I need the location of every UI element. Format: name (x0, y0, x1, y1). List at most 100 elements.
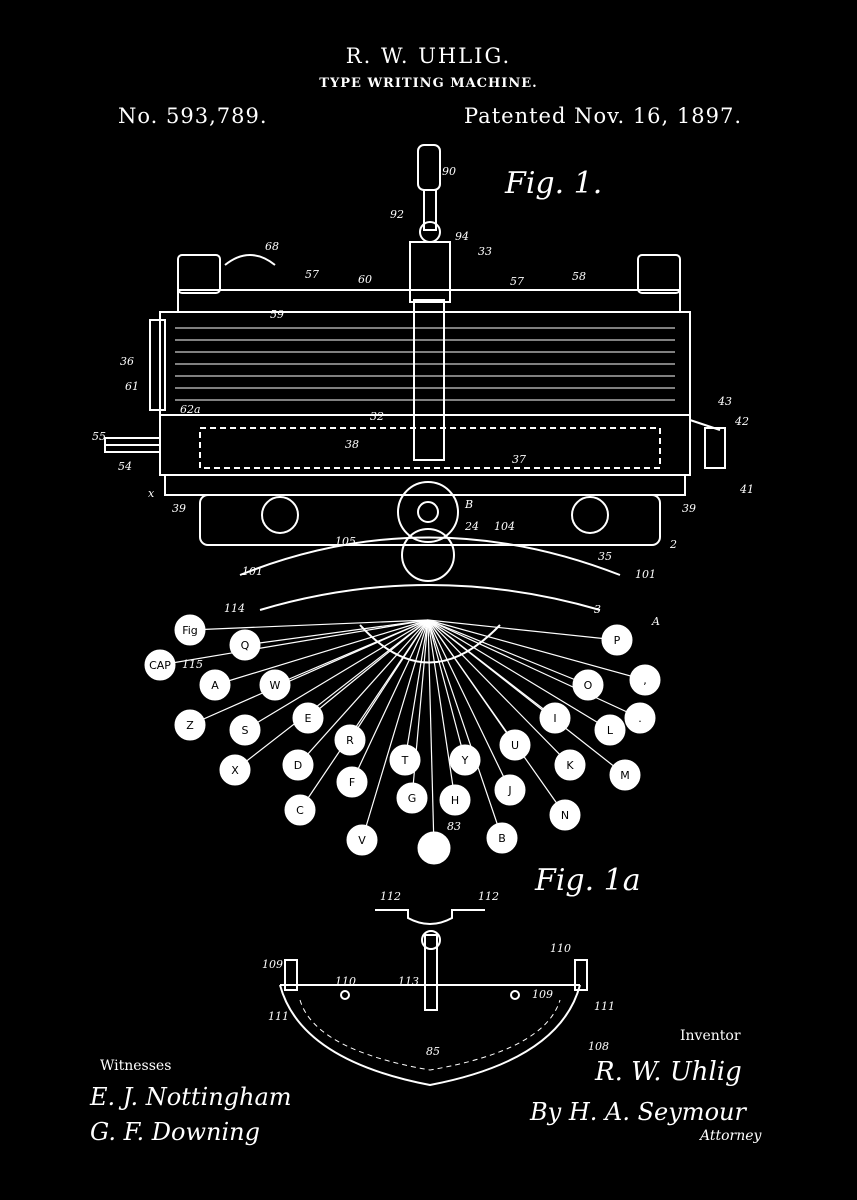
key-letter: L (607, 724, 614, 737)
key (439, 784, 471, 816)
key (229, 714, 261, 746)
key-letter: G (408, 792, 417, 805)
key (594, 714, 626, 746)
key-letter: R (346, 734, 354, 747)
key (144, 649, 176, 681)
reference-numeral: 39 (682, 502, 696, 515)
reference-numeral: 101 (635, 568, 656, 581)
key (572, 669, 604, 701)
reference-numeral: 57 (510, 275, 524, 288)
reference-numeral: 112 (478, 890, 499, 903)
key-letter: X (231, 764, 239, 777)
reference-numeral: 33 (478, 245, 492, 258)
reference-numeral: A (651, 615, 660, 628)
reference-numeral: 3 (594, 603, 601, 616)
reference-numeral: 59 (270, 308, 284, 321)
reference-numeral: 41 (739, 483, 754, 496)
reference-numeral: 115 (182, 658, 203, 671)
reference-numeral: B (464, 498, 473, 511)
key-letter: Fig (182, 624, 198, 637)
reference-numeral: 24 (464, 520, 479, 533)
reference-numeral: 90 (442, 165, 456, 178)
reference-numeral: 57 (305, 268, 319, 281)
key-letter: M (620, 769, 630, 782)
key-letter: , (643, 674, 647, 687)
key-letter: U (511, 739, 519, 752)
patent-inventor-name: R. W. UHLIG. (345, 44, 512, 68)
reference-numeral: 94 (455, 230, 469, 243)
reference-numeral: 108 (588, 1040, 609, 1053)
reference-numeral: 111 (594, 1000, 615, 1013)
key (292, 702, 324, 734)
reference-numeral: 37 (512, 453, 526, 466)
patent-date: Patented Nov. 16, 1897. (464, 104, 743, 128)
key-letter: B (498, 832, 506, 845)
key (609, 759, 641, 791)
key (389, 744, 421, 776)
key-letter: S (242, 724, 249, 737)
key (549, 799, 581, 831)
reference-numeral: 110 (335, 975, 356, 988)
key (601, 624, 633, 656)
reference-numeral: 58 (572, 270, 586, 283)
reference-numeral: 55 (92, 430, 106, 443)
key-letter: E (305, 712, 312, 725)
reference-numeral: 83 (447, 820, 461, 833)
key (334, 724, 366, 756)
reference-numeral: 39 (172, 502, 186, 515)
key-letter: Z (186, 719, 194, 732)
key-letter: CAP (149, 659, 171, 672)
reference-numeral: 109 (262, 958, 283, 971)
key (539, 702, 571, 734)
reference-numeral: x (148, 487, 155, 500)
patent-number: No. 593,789. (118, 104, 268, 128)
key (174, 709, 206, 741)
reference-numeral: 60 (358, 273, 372, 286)
key (199, 669, 231, 701)
attorney-label: Attorney (698, 1128, 763, 1144)
reference-numeral: 61 (125, 380, 139, 393)
reference-numeral: 62a (180, 403, 201, 416)
reference-numeral: 105 (335, 535, 356, 548)
key-letter: O (584, 679, 593, 692)
witnesses-heading: Witnesses (100, 1058, 171, 1074)
reference-numeral: 54 (118, 460, 132, 473)
key (396, 782, 428, 814)
key (282, 749, 314, 781)
key-letter: Y (461, 754, 469, 767)
key (259, 669, 291, 701)
reference-numeral: 68 (265, 240, 279, 253)
key (346, 824, 378, 856)
key-letter: C (296, 804, 304, 817)
reference-numeral: 114 (224, 602, 245, 615)
reference-numeral: 85 (426, 1045, 440, 1058)
key-letter: D (294, 759, 302, 772)
attorney-signature: By H. A. Seymour (529, 1098, 747, 1126)
key-letter: I (553, 712, 556, 725)
patent-title: TYPE WRITING MACHINE. (319, 76, 538, 91)
key (284, 794, 316, 826)
key-letter: J (507, 784, 511, 797)
key-letter: F (349, 776, 355, 789)
key-letter: . (638, 712, 642, 725)
reference-numeral: 32 (370, 410, 384, 423)
inventor-heading: Inventor (680, 1028, 741, 1044)
reference-numeral: 112 (380, 890, 401, 903)
reference-numeral: 42 (734, 415, 749, 428)
reference-numeral: 109 (532, 988, 553, 1001)
reference-numeral: 113 (398, 975, 419, 988)
reference-numeral: 104 (494, 520, 515, 533)
key-letter: A (211, 679, 219, 692)
reference-numeral: 101 (242, 565, 263, 578)
key-letter: W (270, 679, 281, 692)
key (417, 831, 451, 865)
key-letter: K (566, 759, 574, 772)
reference-numeral: 35 (598, 550, 612, 563)
key (629, 664, 661, 696)
key (499, 729, 531, 761)
key (174, 614, 206, 646)
